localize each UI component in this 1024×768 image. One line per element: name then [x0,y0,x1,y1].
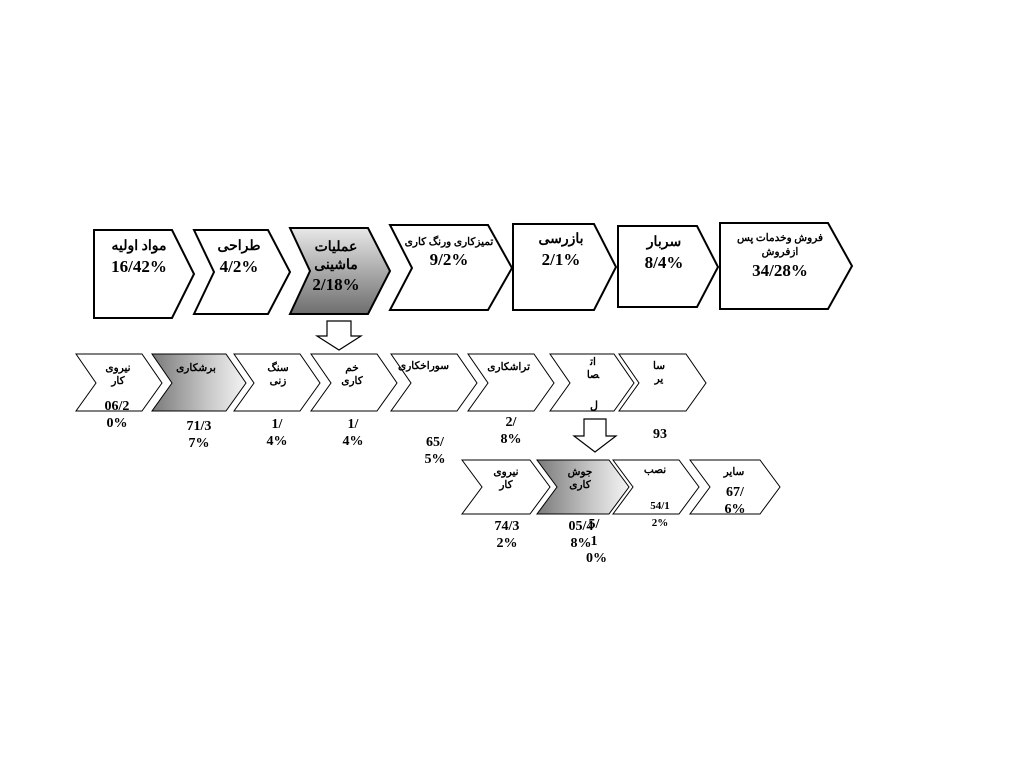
weld-value-welding: 05/48% [568,519,594,551]
top-value: 2/18% [312,275,360,294]
sub-value-joining: ل [590,400,598,412]
top-name: طراحی [217,239,261,254]
top-chevron-machining[interactable] [288,227,392,315]
sub-value-drilling: 65/5% [424,435,446,467]
weld-chevron-other [689,459,781,515]
top-name: سربار [646,235,682,250]
sub-label-turning: تراشکاری [487,362,530,373]
top-value: 2/1% [541,249,581,269]
weld-value-install: 54/12% [650,500,670,529]
top-name: عملیات ماشینی [314,240,358,273]
top-value: 4/2% [219,256,259,276]
weld-overflow-value: 5/10% [586,517,607,566]
top-value: 9/2% [429,250,469,270]
sub-label-labor: نیروی کار [105,363,131,388]
sub-value-turning: 2/8% [500,415,522,447]
top-chevron-design [192,229,292,315]
sub-label-other: سایر [653,361,665,386]
top-chevron-painting [388,224,514,311]
top-label-design: طراحی 4/2% [208,238,270,277]
top-label-sales: فروش وخدمات پس ازفروش 34/28% [734,232,826,282]
top-name: تمیزکاری ورنگ کاری [404,237,494,248]
down-arrow-machining [314,320,364,351]
down-arrow-joining [572,418,618,453]
sub-chevron-grinding [233,353,321,412]
sub-label-joining: اتصا [586,357,600,382]
weld-label-other: سایر [723,467,745,478]
weld-value-other: 67/6% [724,485,746,517]
top-chevron-sales [719,222,854,310]
sub-chevron-labor [75,353,163,412]
top-chevron-inspection [512,223,618,311]
sub-chevron-joining [549,353,635,412]
sub-label-drilling: سوراخکاری [398,361,449,372]
sub-label-bending: خم کاری [341,363,363,388]
sub-label-cutting: برشکاری [176,363,216,374]
top-label-inspection: بازرسی 2/1% [522,231,600,270]
sub-value-labor: 06/20% [104,399,130,431]
sub-chevron-bending [310,353,398,412]
sub-value-bending: 1/4% [342,417,364,449]
sub-value-grinding: 1/4% [266,417,288,449]
top-value: 34/28% [752,261,808,281]
top-label-raw-materials: مواد اولیه 16/42% [100,238,178,277]
weld-chevron-welding[interactable] [536,459,630,515]
top-chevron-overhead [617,225,720,308]
weld-label-welding: جوش کاری [567,467,593,492]
top-label-overhead: سربار 8/4% [626,234,702,273]
top-name: فروش وخدمات پس ازفروش [736,233,824,259]
sub-chevron-other [618,353,707,412]
sub-value-other: 93 [653,427,667,442]
weld-chevron-install [612,459,700,515]
sub-chevron-cutting[interactable] [151,353,247,412]
weld-chevron-labor [461,459,551,515]
weld-label-labor: نیروی کار [493,467,519,492]
top-label-machining: عملیات ماشینی 2/18% [304,239,368,295]
top-value: 16/42% [111,256,167,276]
top-name: بازرسی [538,232,584,247]
top-chevron-raw-materials [93,229,196,319]
sub-value-cutting: 71/37% [186,419,212,451]
sub-chevron-turning [467,353,555,412]
top-label-painting: تمیزکاری ورنگ کاری 9/2% [402,236,496,270]
sub-chevron-drilling [390,353,478,412]
sub-label-grinding: سنگ زنی [267,363,289,388]
top-value: 8/4% [644,252,684,272]
weld-label-install: نصب [643,465,667,476]
weld-value-labor: 74/32% [494,519,520,551]
top-name: مواد اولیه [111,239,167,254]
